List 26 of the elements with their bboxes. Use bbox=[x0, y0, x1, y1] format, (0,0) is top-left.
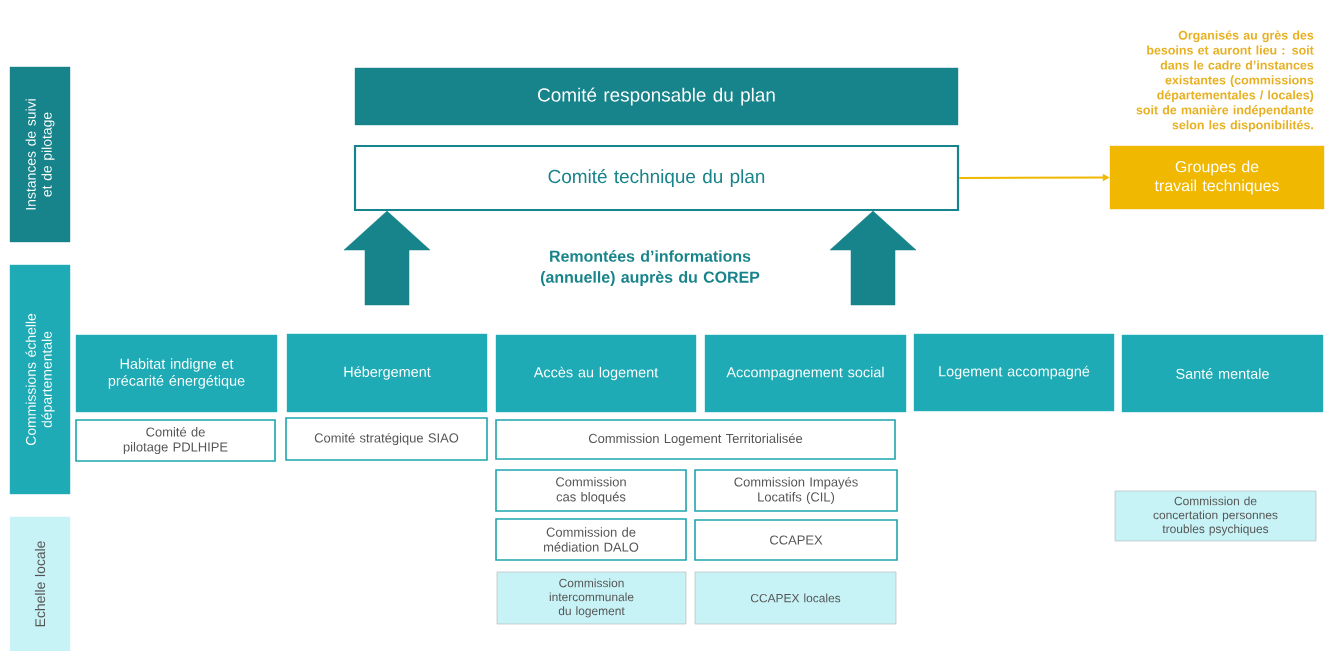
block-arrow bbox=[829, 210, 917, 306]
commission-box: Commission cas bloqués bbox=[495, 469, 687, 512]
commission-box: Commission Logement Territorialisée bbox=[495, 419, 896, 460]
committee-box: Comité technique du plan bbox=[353, 144, 960, 212]
commission-box: Comité de pilotage PDLHIPE bbox=[75, 419, 276, 462]
commission-box: Comité stratégique SIAO bbox=[285, 417, 488, 461]
category-box: Accompagnement social bbox=[704, 334, 907, 413]
row-header: Commissions échelle départementale bbox=[9, 264, 71, 495]
row-header: Echelle locale bbox=[9, 516, 71, 651]
local-commission-box: CCAPEX locales bbox=[694, 571, 897, 625]
category-box: Habitat indigne et précarité énergétique bbox=[75, 334, 278, 413]
annotation-text: Remontées d’informations (annuelle) auprès du COREP bbox=[541, 250, 760, 286]
working-group-box: Groupes de travail techniques bbox=[1109, 145, 1325, 210]
row-header: Instances de suivi et de pilotage bbox=[9, 66, 71, 243]
category-box: Logement accompagné bbox=[913, 333, 1115, 412]
commission-box: Commission Impayés Locatifs (CIL) bbox=[694, 469, 898, 512]
local-commission-box: Commission de concertation personnes troubles psychiques bbox=[1114, 490, 1317, 542]
note-text: Organisés au grès des besoins et auront lieu : soit dans le cadre d’instances existantes (commissions départementales / locales) soit de manière indépendante selon les disponibilités. bbox=[1136, 30, 1314, 132]
commission-box: CCAPEX bbox=[694, 519, 898, 561]
committee-box: Comité responsable du plan bbox=[354, 67, 959, 126]
local-commission-box: Commission intercommunale du logement bbox=[496, 571, 687, 625]
category-box: Accès au logement bbox=[495, 334, 697, 413]
category-box: Santé mentale bbox=[1121, 334, 1324, 413]
commission-box: Commission de médiation DALO bbox=[495, 518, 687, 561]
block-arrow bbox=[343, 210, 431, 306]
category-box: Hébergement bbox=[286, 333, 488, 413]
